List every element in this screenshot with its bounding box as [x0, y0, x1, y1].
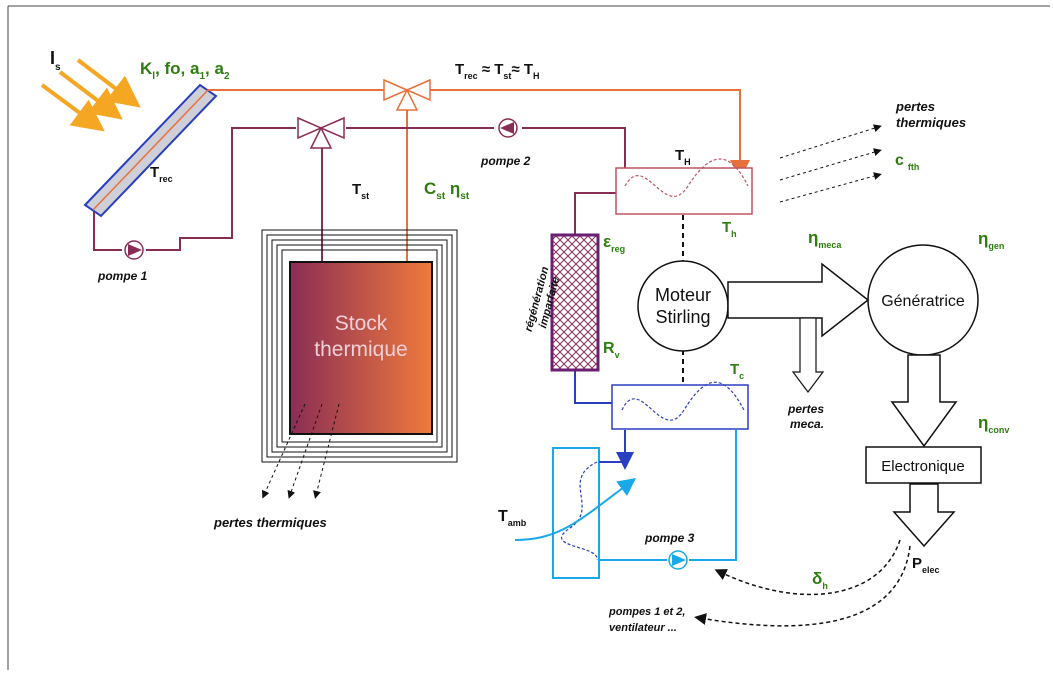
gen-to-elec-arrow [890, 354, 958, 448]
electronics-box [865, 446, 982, 484]
pompe-3-label: pompe 3 [644, 531, 695, 545]
t-st-label: Tst [352, 181, 369, 201]
elec-output-arrow [892, 483, 956, 548]
stock-label-2: thermique [314, 338, 407, 361]
thermal-storage [261, 229, 458, 463]
irradiance-label: Is [50, 48, 61, 73]
valve-purple [297, 116, 345, 149]
regenerator [550, 233, 600, 372]
t-amb-label: Tamb [498, 508, 527, 528]
storage-losses-label: pertes thermiques [213, 515, 327, 530]
aux-label-1: pompes 1 et 2, [608, 606, 685, 618]
p-elec-label: Pelec [912, 555, 940, 575]
aux-consumption-arrows [694, 539, 911, 627]
hot-loss-arrows [779, 124, 882, 203]
delta-h-label: δh [812, 569, 828, 591]
collector-params-label: Kl, fo, a1, a2 [140, 59, 230, 82]
power-arrow [727, 262, 870, 338]
t-c-label: Tc [730, 361, 744, 381]
hot-exchanger [615, 158, 753, 215]
t-rec-label: Trec [150, 164, 173, 184]
temperature-equality-label: Trec ≈ Tst≈ TH [455, 61, 540, 81]
cold-exchanger [611, 381, 749, 430]
cooling-circuit [514, 430, 737, 579]
pump-1-icon [124, 240, 144, 260]
pump-2-icon [498, 118, 518, 138]
hot-losses-label-1: pertes [895, 99, 935, 114]
engine-label-1: Moteur [655, 285, 711, 305]
meca-loss-arrow [791, 317, 825, 393]
meca-losses-label-2: meca. [790, 417, 824, 431]
purple-circuit [93, 127, 626, 404]
pump-3-icon [668, 550, 688, 570]
valve-hot [383, 78, 431, 111]
eta-conv-label: ηconv [978, 413, 1009, 435]
hot-circuit [208, 89, 750, 262]
t-H-label: TH [675, 147, 691, 167]
meca-losses-label-1: pertes [787, 402, 824, 416]
t-h-label: Th [722, 219, 737, 239]
stock-label-1: Stock [335, 312, 388, 335]
aux-label-2: ventilateur ... [609, 622, 677, 634]
pompe-1-label: pompe 1 [97, 269, 148, 283]
pompe-2-label: pompe 2 [480, 154, 531, 168]
engine-label-2: Stirling [655, 307, 710, 327]
eps-reg-label: εreg [603, 232, 625, 254]
hot-losses-label-2: thermiques [896, 115, 966, 130]
generator-label: Génératrice [881, 293, 965, 310]
electronics-label: Electronique [881, 458, 964, 475]
eta-meca-label: ηmeca [808, 228, 842, 250]
storage-loss-arrows [261, 403, 340, 499]
sun-rays [40, 58, 141, 132]
r-v-label: Rv [603, 340, 620, 360]
c-st-label: Cst ηst [424, 179, 470, 202]
stirling-engine [637, 260, 729, 352]
solar-collector [83, 83, 218, 218]
eta-gen-label: ηgen [978, 229, 1004, 251]
